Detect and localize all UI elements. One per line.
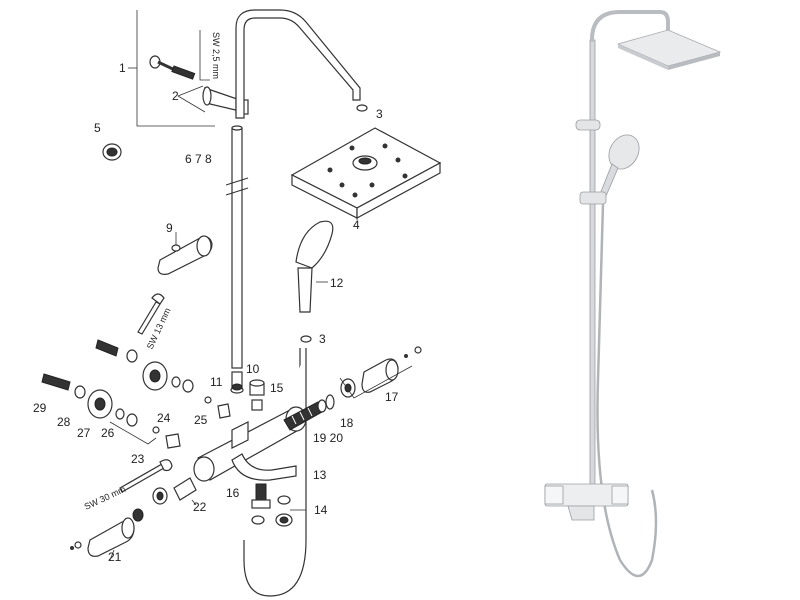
ring-18 <box>325 394 335 410</box>
bracket-screw <box>149 55 196 80</box>
part-label: 11 <box>210 375 223 389</box>
nut-11 <box>231 383 243 391</box>
part-label: 1 <box>119 61 126 75</box>
part-label: 6 7 8 <box>185 152 212 166</box>
part-label: 3 <box>319 332 326 346</box>
part-label: 3 <box>376 107 383 121</box>
s-connector-upper <box>95 339 231 419</box>
hand-shower <box>295 220 334 313</box>
part-label: 15 <box>270 381 284 395</box>
handle-17 <box>339 346 422 399</box>
diverter-22 <box>152 477 197 506</box>
part-label: 17 <box>385 390 399 404</box>
part-label: 25 <box>194 413 208 427</box>
riser-pipe <box>225 125 249 369</box>
part-label: 14 <box>314 503 328 517</box>
part-label: 12 <box>330 276 344 290</box>
part-label: 26 <box>101 426 115 440</box>
part-label: 24 <box>157 411 171 425</box>
cap-15 <box>249 379 265 411</box>
part-label: 13 <box>313 468 327 482</box>
part-label: 21 <box>108 550 122 564</box>
part-label: 9 <box>166 221 173 235</box>
part-label: 28 <box>57 415 71 429</box>
valve-16 <box>251 483 271 509</box>
part-label: 16 <box>226 486 240 500</box>
part-label: 18 <box>340 416 354 430</box>
part-label: 27 <box>77 426 91 440</box>
part-label: 19 20 <box>313 431 343 445</box>
wrench-13: SW 13 mm <box>137 293 173 351</box>
rosette-nut <box>102 143 122 161</box>
wrench-30-size-label: SW 30 mm <box>83 484 128 512</box>
diverter-handle-21 <box>70 508 144 561</box>
part-label: 22 <box>193 500 207 514</box>
hand-shower-holder <box>157 232 213 275</box>
overhead-shower <box>290 127 442 220</box>
part-label: 29 <box>33 401 47 415</box>
part-label: 5 <box>94 121 101 135</box>
allen-key-size-label: SW 2,5 mm <box>211 32 221 79</box>
part-label: 10 <box>246 362 260 376</box>
part-labels: 1 2 3 5 6 7 8 4 9 12 3 10 11 15 17 18 19… <box>33 61 399 564</box>
part-label: 23 <box>131 452 145 466</box>
assembled-shower-system <box>544 10 722 578</box>
seal-top <box>356 104 368 112</box>
wall-bracket-callout: SW 2,5 mm <box>128 10 249 127</box>
seal-bottom <box>300 335 312 343</box>
part-label: 4 <box>353 218 360 232</box>
part-label: 2 <box>172 89 179 103</box>
seal-set-14 <box>251 495 306 527</box>
s-connector-lower <box>41 373 181 449</box>
thermostat-cartridge <box>283 399 327 431</box>
shower-arm <box>235 9 361 119</box>
allen-key-2-5: SW 2,5 mm <box>199 30 221 81</box>
